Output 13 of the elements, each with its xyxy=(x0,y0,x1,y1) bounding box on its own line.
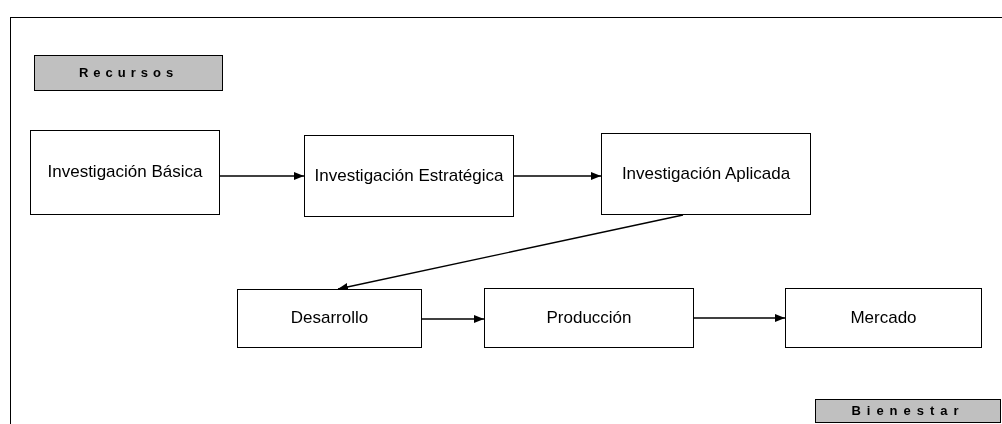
process-box: Investigación Estratégica xyxy=(304,135,514,217)
label-tag: Bienestar xyxy=(815,399,1001,423)
arrow xyxy=(219,172,305,180)
process-box: Investigación Básica xyxy=(30,130,220,215)
arrow xyxy=(513,172,602,180)
process-box: Investigación Aplicada xyxy=(601,133,811,215)
process-box: Producción xyxy=(484,288,694,348)
arrow xyxy=(693,314,786,322)
process-box: Mercado xyxy=(785,288,982,348)
arrow xyxy=(337,214,684,291)
process-box: Desarrollo xyxy=(237,289,422,348)
label-tag: Recursos xyxy=(34,55,223,91)
arrow xyxy=(421,315,485,323)
